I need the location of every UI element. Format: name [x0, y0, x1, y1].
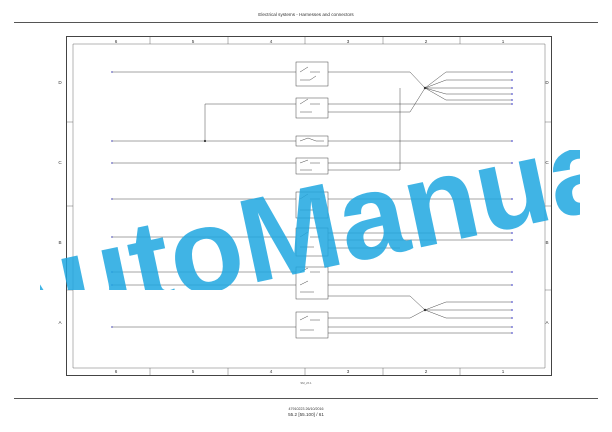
sheet-reference: SM_2h 1	[300, 381, 312, 385]
grid-col-label: 4	[269, 369, 273, 374]
grid-row-label: B	[545, 240, 549, 245]
footer-page-number: 55.2 [55.100] / 61	[288, 412, 324, 417]
grid-col-label: 6	[114, 39, 118, 44]
grid-row-label: D	[545, 80, 549, 85]
grid-row-label: A	[58, 320, 62, 325]
grid-col-label: 1	[501, 369, 505, 374]
footer-rule	[14, 398, 598, 399]
grid-row-label: A	[545, 320, 549, 325]
header-rule	[14, 22, 598, 23]
grid-col-label: 6	[114, 369, 118, 374]
grid-col-label: 5	[191, 369, 195, 374]
grid-col-label: 3	[346, 369, 350, 374]
grid-col-label: 5	[191, 39, 195, 44]
page-header: Electrical systems - Harnesses and conne…	[258, 12, 354, 17]
grid-col-label: 2	[424, 369, 428, 374]
grid-col-label: 4	[269, 39, 273, 44]
grid-row-label: D	[58, 80, 62, 85]
footer-document-code: 47910223 26/10/2016	[288, 407, 324, 411]
grid-col-label: 3	[346, 39, 350, 44]
wires-left	[112, 71, 296, 328]
switch-components	[295, 61, 329, 339]
grid-row-label: C	[58, 160, 62, 165]
wire-markers-right	[423, 71, 513, 334]
grid-row-label: B	[58, 240, 62, 245]
frame-grid-ticks	[66, 36, 552, 376]
wire-markers-left	[111, 71, 207, 328]
grid-col-label: 2	[424, 39, 428, 44]
wires-right	[328, 71, 512, 334]
grid-col-label: 1	[501, 39, 505, 44]
grid-row-label: C	[545, 160, 549, 165]
